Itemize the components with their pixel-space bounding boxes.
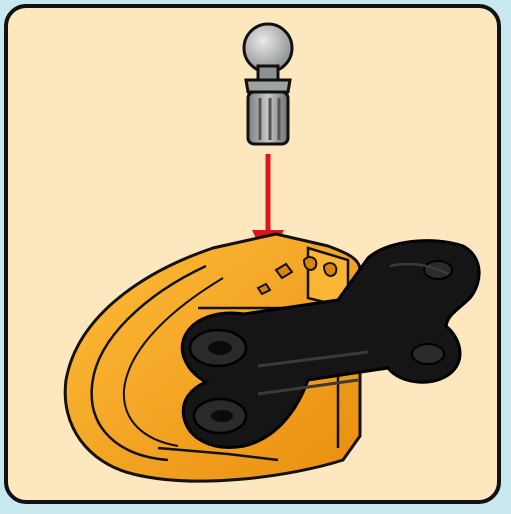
ball-pin-icon xyxy=(244,24,292,144)
instruction-panel xyxy=(4,4,501,504)
assembly-illustration xyxy=(8,8,497,500)
